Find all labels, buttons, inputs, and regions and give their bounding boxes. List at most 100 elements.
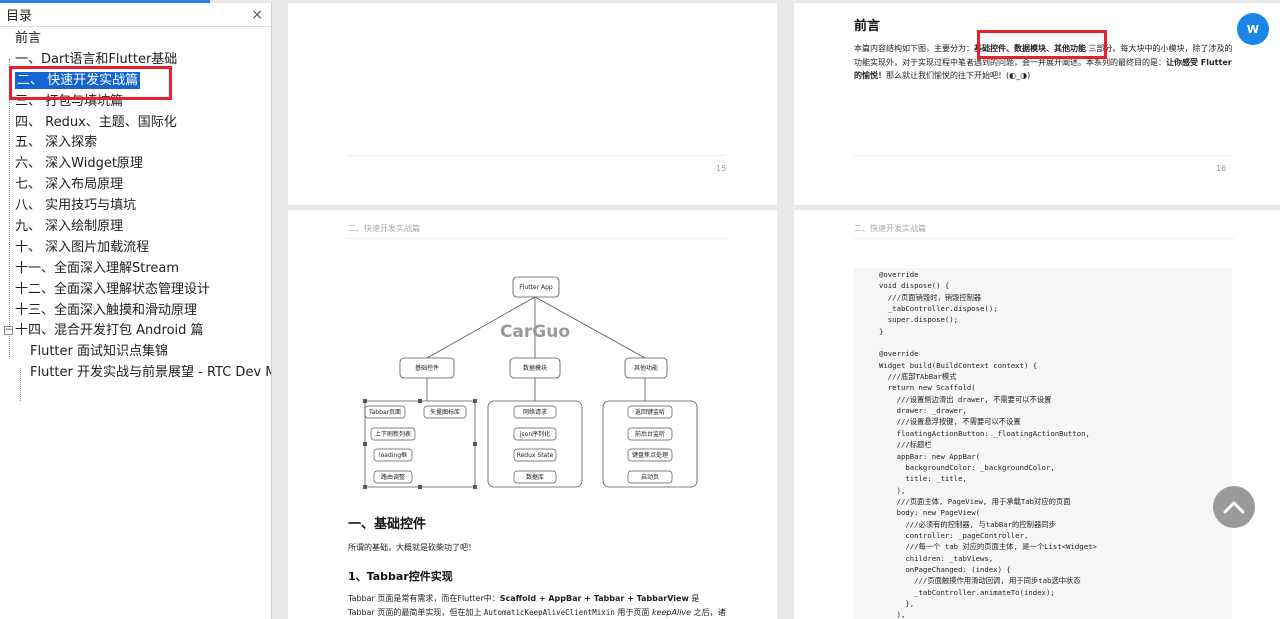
paragraph-italic: keepAlive (651, 608, 692, 617)
diagram-node-label: json序列化 (519, 430, 550, 438)
diagram-branch-label: 数据模块 (523, 364, 547, 372)
diagram-node (627, 427, 673, 441)
toc-item[interactable]: 六、 深入Widget原理 (0, 154, 271, 175)
preface-paragraph: 本篇内容结构如下图，主要分为：基础控件、数据模块、其他功能 三部分。每大块中的小… (854, 42, 1234, 83)
toc-item[interactable]: 七、 深入布局原理 (0, 175, 271, 196)
page-17[interactable]: 二、快速开发实战篇 Fl (288, 210, 777, 619)
toc-item[interactable]: 前言 (0, 29, 271, 50)
toc-header: 目录 × (0, 3, 271, 27)
diagram-branch-label: 其他功能 (634, 364, 658, 372)
diagram-node-label: 上下刷新列表 (375, 430, 411, 438)
paragraph-text: Tabbar 页面是常有需求，而在Flutter中： (348, 594, 500, 603)
toc-item-label: 十二、全面深入理解状态管理设计 (15, 281, 211, 297)
toc-item[interactable]: 九、 深入绘制原理 (0, 217, 271, 238)
paragraph-text: 是 Tabbar 页面的最简单实现，但在加上 (348, 594, 700, 617)
paragraph-text: 用于页面 (614, 608, 652, 617)
diagram-node (627, 405, 673, 419)
subsection-heading: 1、Tabbar控件实现 (348, 570, 453, 583)
diagram-node-label: 网络请求 (523, 408, 547, 416)
toc-item-label: 一、Dart语言和Flutter基础 (15, 51, 178, 67)
toc-item[interactable]: 十一、全面深入理解Stream (0, 259, 271, 280)
toc-item-label: 十、 深入图片加载流程 (15, 239, 150, 255)
close-icon[interactable]: × (251, 6, 263, 23)
toc-item[interactable]: Flutter 面试知识点集锦 (0, 342, 271, 363)
page-footer-rule (854, 155, 1232, 156)
highlight-annotation-box (977, 30, 1107, 59)
diagram-node-label: loading框 (379, 451, 407, 459)
toc-item[interactable]: 三、 打包与填坑篇 (0, 92, 271, 113)
preface-bold: 基础控件、数据模块、其他功能 (974, 44, 1086, 53)
running-header: 二、快速开发实战篇 (854, 224, 926, 233)
toc-item[interactable]: 八、 实用技巧与填坑 (0, 196, 271, 217)
toc-item-label: 十一、全面深入理解Stream (15, 260, 180, 276)
chevron-up-icon (1223, 501, 1245, 514)
diagram-node (627, 470, 673, 484)
toc-item[interactable]: 十三、全面深入触摸和滑动原理 (0, 301, 271, 322)
preface-text: 三部分。每大块中的小模块，除了涉及的功能实现外，对于实现过程中笔者遇到的问题，会… (854, 44, 1233, 67)
toc-item[interactable]: 五、 深入探索 (0, 133, 271, 154)
watermark-text: CarGuo (500, 322, 570, 342)
tree-connector (20, 368, 21, 401)
toc-item-label: Flutter 开发实战与前景展望 - RTC Dev Me (30, 365, 271, 381)
diagram-branch-label: 基础控件 (415, 364, 439, 372)
page-15[interactable]: 15 (288, 3, 777, 205)
toc-title: 目录 (6, 9, 33, 24)
paragraph: 所谓的基础，大概就是砍柴功了吧！ (348, 543, 476, 552)
toc-item[interactable]: 一、Dart语言和Flutter基础 (0, 50, 271, 71)
toc-item[interactable]: 四、 Redux、主题、国际化 (0, 113, 271, 134)
preface-text: 那么就让我们愉悦的往下开始吧！(◐_◑) (886, 71, 1031, 80)
diagram-node-label: 数据库 (526, 473, 544, 481)
page-number: 16 (1216, 164, 1227, 173)
diagram-node-label: 启动页 (641, 473, 659, 481)
preface-bold: 让你感受 Flutter 的愉悦！ (854, 57, 1232, 81)
diagram-node (627, 448, 673, 462)
toc-item-label: 四、 Redux、主题、国际化 (15, 114, 177, 130)
toc-item-label: 二、 快速开发实战篇 (15, 71, 141, 89)
toc-item[interactable]: 十、 深入图片加载流程 (0, 238, 271, 259)
diagram-node (513, 427, 557, 441)
toc-item-label: 七、 深入布局原理 (15, 177, 124, 193)
diagram-node-label: 返回键监听 (635, 408, 665, 416)
page-16[interactable]: 前言 本篇内容结构如下图，主要分为：基础控件、数据模块、其他功能 三部分。每大块… (794, 3, 1280, 205)
diagram-node (513, 448, 557, 462)
toc-item[interactable]: 二、 快速开发实战篇 (0, 71, 271, 92)
diagram-root-label: Flutter App (519, 284, 553, 291)
diagram-node (373, 470, 413, 484)
toc-item-label: 五、 深入探索 (15, 135, 98, 151)
toc-item[interactable]: 十二、全面深入理解状态管理设计 (0, 280, 271, 301)
diagram-node-label: 路由调整 (381, 473, 405, 481)
toc-item[interactable]: Flutter 开发实战与前景展望 - RTC Dev Me (0, 363, 271, 384)
toc-item-label: Flutter 面试知识点集锦 (30, 344, 168, 360)
structure-diagram: Flutter App 基础控件 数据模块 其他功能 Tabbar页面 矢量图标库上下刷新… (363, 276, 698, 489)
page-number: 15 (716, 164, 727, 173)
toc-item[interactable]: −十四、混合开发打包 Android 篇 (0, 321, 271, 342)
code-block-background (854, 268, 1232, 619)
paragraph: Tabbar 页面是常有需求，而在Flutter中：Scaffold + App… (348, 592, 728, 619)
section-heading: 一、基础控件 (348, 517, 427, 532)
toc-item-label: 十三、全面深入触摸和滑动原理 (15, 302, 198, 318)
diagram-node-label: Tabbar页面 (368, 409, 401, 416)
diagram-node (513, 405, 557, 419)
page-title: 前言 (854, 19, 881, 34)
diagram-node (513, 470, 557, 484)
page-18[interactable]: 二、快速开发实战篇 @override void dispose() { ///… (794, 210, 1280, 619)
toc-item-label: 八、 实用技巧与填坑 (15, 198, 137, 214)
toc-list: 前言一、Dart语言和Flutter基础二、 快速开发实战篇三、 打包与填坑篇四… (0, 27, 271, 401)
preface-text: 本篇内容结构如下图，主要分为： (854, 44, 974, 53)
paragraph-bold: Scaffold + AppBar + Tabbar + TabbarView (499, 594, 689, 603)
progress-indicator (0, 0, 210, 3)
scroll-to-top-button[interactable] (1213, 486, 1255, 528)
diagram-node-label: 前后台监听 (635, 430, 665, 438)
header-rule (348, 238, 728, 239)
word-app-icon[interactable]: W (1237, 13, 1269, 45)
inline-code: AutomaticKeepAliveClientMixin (483, 608, 615, 617)
code-block: @override void dispose() { ///页面销毁时，销毁控制… (879, 270, 1097, 619)
running-header: 二、快速开发实战篇 (348, 224, 420, 233)
diagram-node (370, 427, 416, 441)
collapse-icon[interactable]: − (4, 325, 13, 336)
toc-item-label: 六、 深入Widget原理 (15, 156, 143, 172)
diagram-node-label: 矢量图标库 (430, 408, 460, 416)
toc-sidebar: 目录 × 前言一、Dart语言和Flutter基础二、 快速开发实战篇三、 打包… (0, 3, 272, 619)
paragraph-text: 之后，诸如 (693, 608, 726, 617)
